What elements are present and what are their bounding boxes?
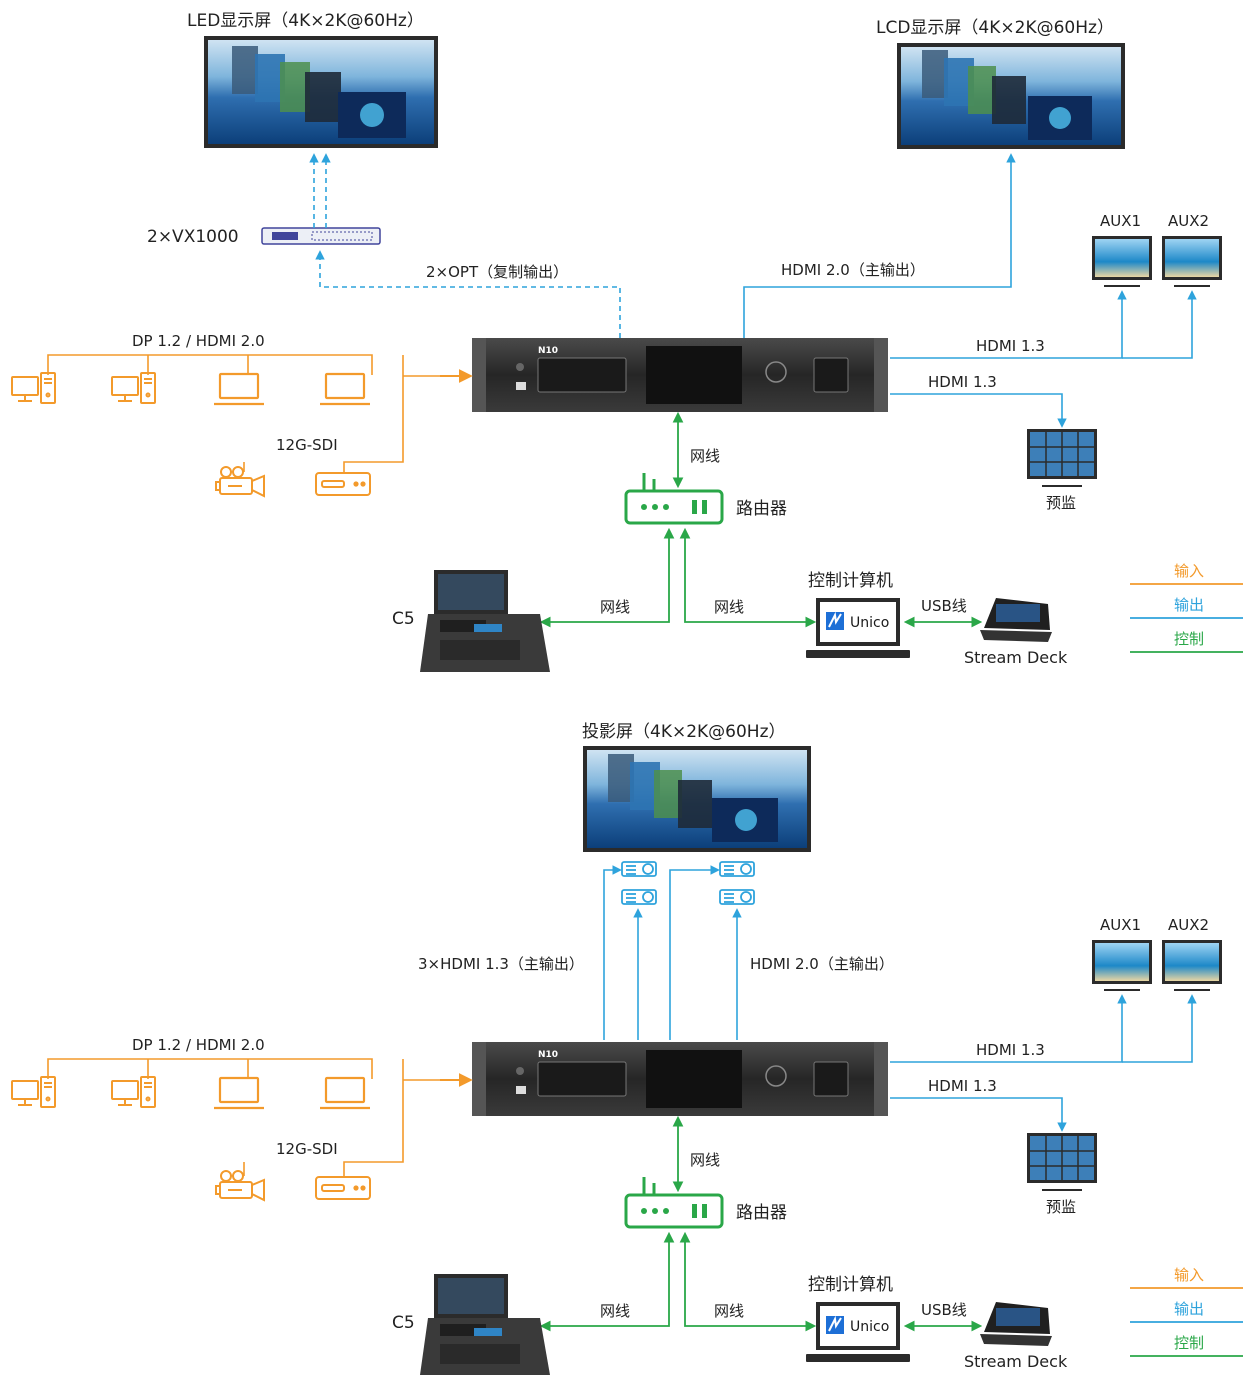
net-top-label: 网线 — [690, 447, 720, 465]
vx1000-device — [261, 227, 381, 245]
n10-device-2: N10 — [472, 1042, 888, 1116]
usb-label-2: USB线 — [921, 1301, 967, 1319]
legend-2: 输入 输出 控制 — [1130, 1266, 1243, 1357]
hdmi13x3-label: 3×HDMI 1.3（主输出） — [418, 955, 584, 973]
aux2-label-2: AUX2 — [1168, 916, 1209, 934]
net-top-label-2: 网线 — [690, 1151, 720, 1169]
router-icon — [624, 471, 724, 525]
preview-monitor — [1027, 429, 1097, 487]
legend-output-label-2: 输出 — [1174, 1300, 1204, 1318]
preview-label-2: 预监 — [1046, 1198, 1076, 1216]
net-right-label: 网线 — [714, 598, 744, 616]
router-label-2: 路由器 — [736, 1203, 787, 1223]
laptop-icon-4 — [318, 1076, 372, 1110]
legend-output-label: 输出 — [1174, 596, 1204, 614]
projector-icon-4 — [719, 889, 755, 905]
aux1-label: AUX1 — [1100, 212, 1141, 230]
legend-control-label: 控制 — [1174, 630, 1204, 648]
preview-monitor-2 — [1027, 1133, 1097, 1191]
streamdeck-label-2: Stream Deck — [964, 1352, 1068, 1371]
usb-label: USB线 — [921, 597, 967, 615]
c5-label-2: C5 — [392, 1313, 415, 1333]
legend-1: 输入 输出 控制 — [1130, 562, 1243, 653]
led-screen — [204, 36, 438, 148]
stream-deck-icon-2 — [980, 1302, 1052, 1346]
hdmi13-aux-label-2: HDMI 1.3 — [976, 1041, 1045, 1059]
aux1-monitor-2 — [1092, 940, 1152, 991]
laptop-icon-2 — [318, 372, 372, 406]
aux2-monitor — [1162, 236, 1222, 287]
desktop-pc-icon-4 — [111, 1076, 156, 1108]
c5-console — [420, 570, 550, 672]
desktop-pc-icon-2 — [111, 372, 156, 404]
projector-icon-2 — [621, 889, 657, 905]
lcd-screen — [897, 43, 1125, 149]
hdmi20-label-2: HDMI 2.0（主输出） — [750, 955, 894, 973]
n10-model-label-2: N10 — [538, 1050, 558, 1060]
net-right-label-2: 网线 — [714, 1302, 744, 1320]
aux1-label-2: AUX1 — [1100, 916, 1141, 934]
camera-icon — [215, 466, 265, 497]
control-computer: Unico — [806, 598, 910, 658]
aux2-monitor-2 — [1162, 940, 1222, 991]
projection-screen — [583, 746, 811, 852]
sdi-source-box-icon — [315, 472, 371, 496]
projector-icon-3 — [719, 861, 755, 877]
hdmi20-label: HDMI 2.0（主输出） — [781, 261, 925, 279]
vx1000-label: 2×VX1000 — [147, 227, 239, 247]
hdmi13-aux-label: HDMI 1.3 — [976, 337, 1045, 355]
legend-input-label: 输入 — [1174, 562, 1204, 580]
pc-title: 控制计算机 — [808, 571, 893, 591]
sdi-source-box-icon-2 — [315, 1176, 371, 1200]
hdmi13-preview-label-2: HDMI 1.3 — [928, 1077, 997, 1095]
aux1-monitor — [1092, 236, 1152, 287]
led-screen-label: LED显示屏（4K×2K@60Hz） — [187, 11, 424, 31]
diagram-2: 投影屏（4K×2K@60Hz） 3×HDMI 1.3（主输出） HDMI 2.0… — [11, 722, 1222, 1375]
streamdeck-label: Stream Deck — [964, 648, 1068, 667]
laptop-icon-1 — [212, 372, 266, 406]
net-left-label: 网线 — [600, 598, 630, 616]
projector-icon-1 — [621, 861, 657, 877]
projection-screen-label: 投影屏（4K×2K@60Hz） — [582, 722, 786, 742]
lcd-screen-label: LCD显示屏（4K×2K@60Hz） — [876, 18, 1114, 38]
pc-title-2: 控制计算机 — [808, 1275, 893, 1295]
camera-icon-2 — [215, 1170, 265, 1201]
legend-input-label-2: 输入 — [1174, 1266, 1204, 1284]
router-icon-2 — [624, 1175, 724, 1229]
desktop-pc-icon-3 — [11, 1076, 56, 1108]
aux2-label: AUX2 — [1168, 212, 1209, 230]
legend-control-label-2: 控制 — [1174, 1334, 1204, 1352]
control-computer-2: Unico — [806, 1302, 910, 1362]
sdi-label: 12G-SDI — [276, 436, 338, 454]
net-left-label-2: 网线 — [600, 1302, 630, 1320]
dp-hdmi-label: DP 1.2 / HDMI 2.0 — [132, 332, 265, 350]
opt-label: 2×OPT（复制输出） — [426, 263, 568, 281]
unico-label-2: Unico — [850, 1319, 889, 1335]
hdmi13-preview-label: HDMI 1.3 — [928, 373, 997, 391]
diagram-1: LED显示屏（4K×2K@60Hz） LCD显示屏（4K×2K@60Hz） 2×… — [11, 11, 1222, 672]
desktop-pc-icon-1 — [11, 372, 56, 404]
preview-label: 预监 — [1046, 494, 1076, 512]
dp-hdmi-label-2: DP 1.2 / HDMI 2.0 — [132, 1036, 265, 1054]
c5-label: C5 — [392, 609, 415, 629]
n10-model-label: N10 — [538, 346, 558, 356]
stream-deck-icon — [980, 598, 1052, 642]
n10-device: N10 — [472, 338, 888, 412]
unico-label: Unico — [850, 615, 889, 631]
router-label: 路由器 — [736, 499, 787, 519]
laptop-icon-3 — [212, 1076, 266, 1110]
c5-console-2 — [420, 1274, 550, 1375]
sdi-label-2: 12G-SDI — [276, 1140, 338, 1158]
